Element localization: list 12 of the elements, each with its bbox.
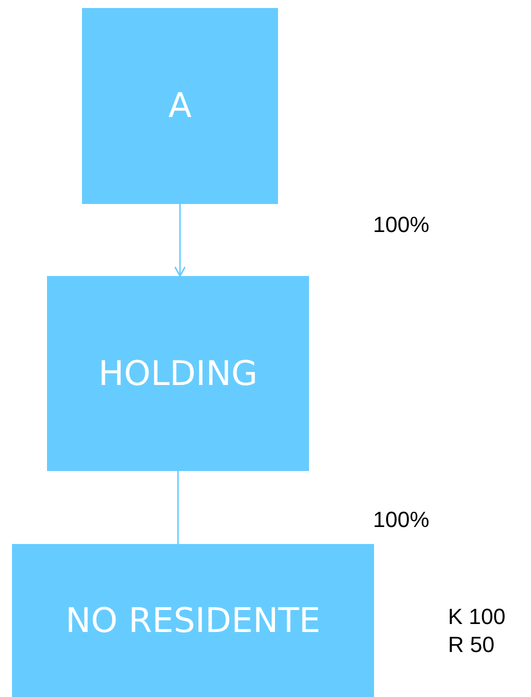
entity-name: NO RESIDENTE (65, 600, 321, 640)
entity-box (12, 544, 374, 697)
ownership-label: 100% (373, 507, 430, 533)
connector-line (177, 471, 179, 544)
entity-box (82, 8, 278, 204)
ownership-label: K 100 (448, 604, 506, 630)
ownership-label: 100% (373, 212, 430, 238)
entity-name: A (168, 86, 192, 126)
entity-name: HOLDING (98, 354, 258, 394)
arrow (174, 204, 186, 277)
ownership-label: R 50 (448, 632, 494, 658)
entity-box (47, 276, 309, 471)
